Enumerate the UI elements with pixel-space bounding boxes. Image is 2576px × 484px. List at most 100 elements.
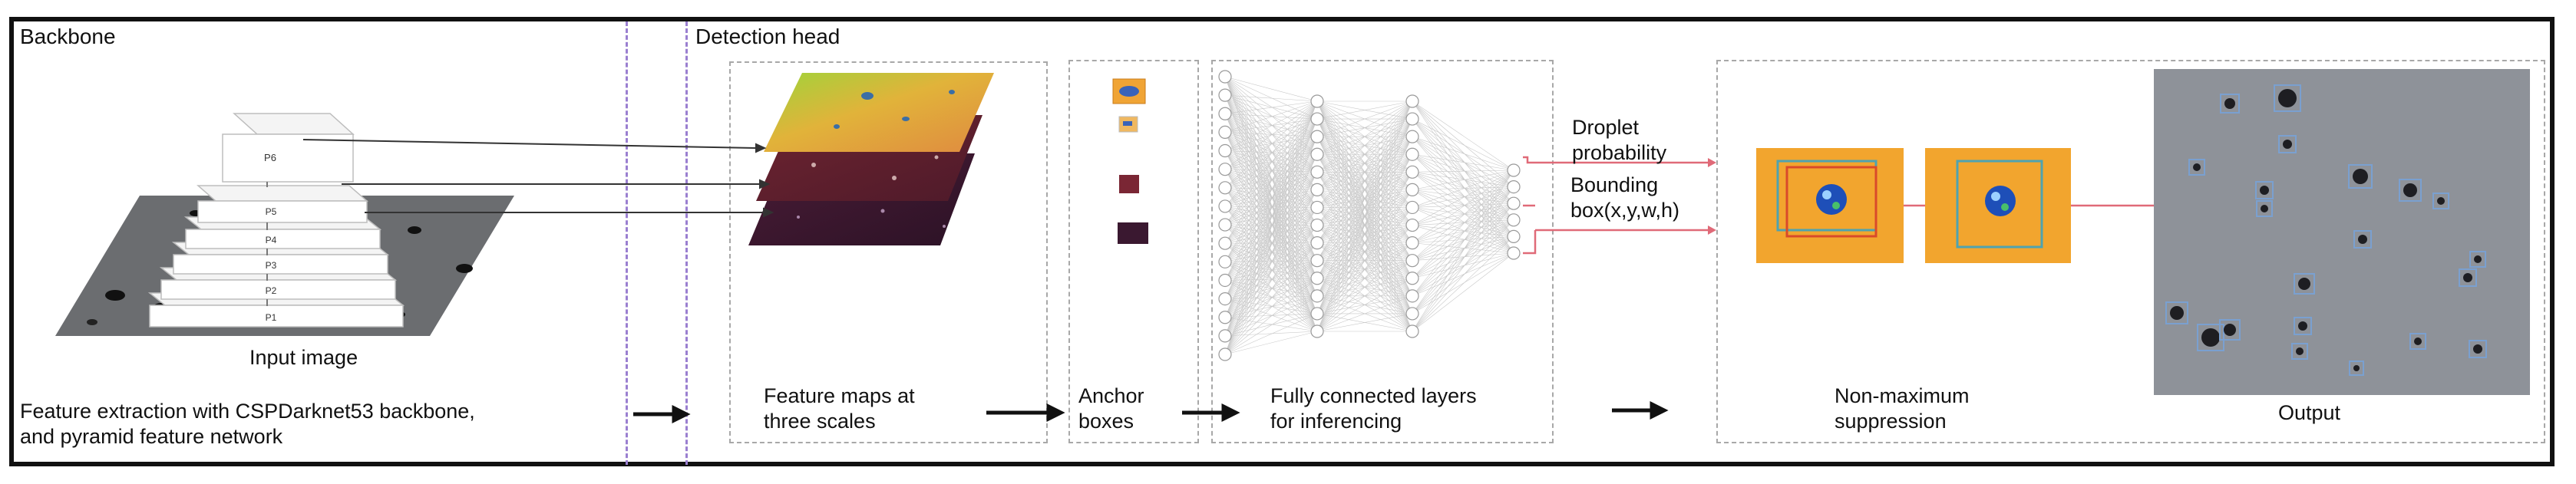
fc-edge <box>1224 280 1318 297</box>
head-output-connectors <box>1523 156 1710 255</box>
fc-edge <box>1412 170 1514 190</box>
fc-edge <box>1316 100 1413 261</box>
feature-maps-caption: Feature maps at three scales <box>764 384 915 433</box>
fc-edge <box>1224 172 1318 207</box>
fc-edge <box>1412 252 1514 314</box>
fc-edge <box>1224 260 1318 337</box>
detection-box <box>2432 193 2449 209</box>
fc-edge <box>1224 169 1318 278</box>
fc-edge <box>1224 278 1318 337</box>
fc-node <box>1218 218 1232 232</box>
fc-edge <box>1224 295 1318 299</box>
fc-edge <box>1224 94 1318 226</box>
fc-node <box>1218 273 1232 288</box>
fc-edge <box>1224 298 1318 314</box>
fc-edge <box>1412 136 1514 187</box>
fc-edge <box>1412 100 1514 254</box>
fc-edge <box>1224 317 1318 332</box>
fc-network-nodes <box>1218 70 1521 361</box>
fc-node <box>1310 94 1324 108</box>
fc-edge <box>1224 207 1318 299</box>
fc-edge <box>1224 187 1318 208</box>
fc-edge <box>1224 76 1318 243</box>
fc-edge <box>1412 219 1514 226</box>
fc-edge <box>1412 170 1514 226</box>
fc-edge <box>1224 206 1318 261</box>
pyramid-level-label: P2 <box>266 285 277 296</box>
fc-edge <box>1224 172 1318 226</box>
fc-edge <box>1224 113 1318 120</box>
fc-layers-caption: Fully connected layers for inferencing <box>1270 384 1477 433</box>
fc-edge <box>1224 260 1318 281</box>
fc-edge <box>1224 94 1318 120</box>
fc-edge <box>1412 252 1514 297</box>
fc-edge <box>1224 242 1318 244</box>
fc-edge <box>1224 150 1318 190</box>
fc-edge <box>1224 169 1318 208</box>
fc-edge <box>1412 172 1514 254</box>
fc-edge <box>1224 187 1318 261</box>
detection-box <box>2256 200 2273 217</box>
fc-node <box>1507 163 1521 177</box>
detection-box <box>2255 181 2274 199</box>
fc-node <box>1310 165 1324 179</box>
fc-edge <box>1412 202 1514 279</box>
fc-edge <box>1224 169 1318 261</box>
fc-edge <box>1224 132 1318 137</box>
fc-edge <box>1224 100 1318 355</box>
fc-edge <box>1224 206 1318 226</box>
fc-edge <box>1224 114 1318 190</box>
bounding-box-label: Bounding box(x,y,w,h) <box>1570 173 1680 222</box>
fc-edge <box>1224 224 1318 279</box>
fc-node <box>1218 292 1232 306</box>
detected-droplet <box>2353 365 2360 371</box>
fc-edge <box>1316 100 1413 296</box>
fc-node <box>1405 200 1419 215</box>
detection-box <box>2294 273 2315 295</box>
fc-edge <box>1224 150 1318 278</box>
fc-edge <box>1224 150 1318 243</box>
fc-edge <box>1412 136 1514 171</box>
head-output-arrowheads <box>1708 158 1716 235</box>
fc-edge <box>1412 236 1514 243</box>
fc-edge <box>1224 100 1318 281</box>
fc-edge <box>1224 76 1318 120</box>
fc-edge <box>1224 76 1318 226</box>
fc-edge <box>1412 170 1514 261</box>
fc-edge <box>1224 189 1318 244</box>
fc-edge <box>1412 202 1514 297</box>
figure-frame <box>9 17 2555 466</box>
fc-edge <box>1224 278 1318 318</box>
pyramid-level-label: P5 <box>266 206 277 217</box>
fc-edge <box>1224 172 1318 262</box>
fc-edge <box>1412 170 1514 173</box>
fc-edge <box>1224 278 1318 281</box>
fc-edge <box>1412 118 1514 204</box>
fc-edge <box>1224 224 1318 314</box>
fc-node <box>1507 213 1521 227</box>
fc-edge <box>1224 100 1318 114</box>
fc-edge <box>1316 278 1413 332</box>
fc-edge <box>1224 242 1318 318</box>
fc-node <box>1405 130 1419 143</box>
fc-node <box>1218 143 1232 158</box>
fc-edge <box>1224 153 1318 226</box>
fc-edge <box>1412 172 1514 221</box>
detection-box <box>2278 135 2297 153</box>
fc-edge <box>1224 207 1318 262</box>
fc-edge <box>1224 94 1318 190</box>
detection-box <box>2349 361 2364 376</box>
fc-edge <box>1224 225 1318 318</box>
fc-edge <box>1224 206 1318 243</box>
fc-edge <box>1224 206 1318 279</box>
fc-edge <box>1412 252 1514 261</box>
detected-droplet <box>2298 278 2310 290</box>
fc-edge <box>1316 100 1413 278</box>
fc-edge <box>1224 76 1318 173</box>
detection-box <box>2353 230 2372 249</box>
fc-edge <box>1316 137 1413 332</box>
fc-node <box>1218 88 1232 102</box>
fc-edge <box>1412 225 1514 254</box>
fc-edge <box>1412 170 1514 208</box>
detected-droplet <box>2170 306 2184 320</box>
